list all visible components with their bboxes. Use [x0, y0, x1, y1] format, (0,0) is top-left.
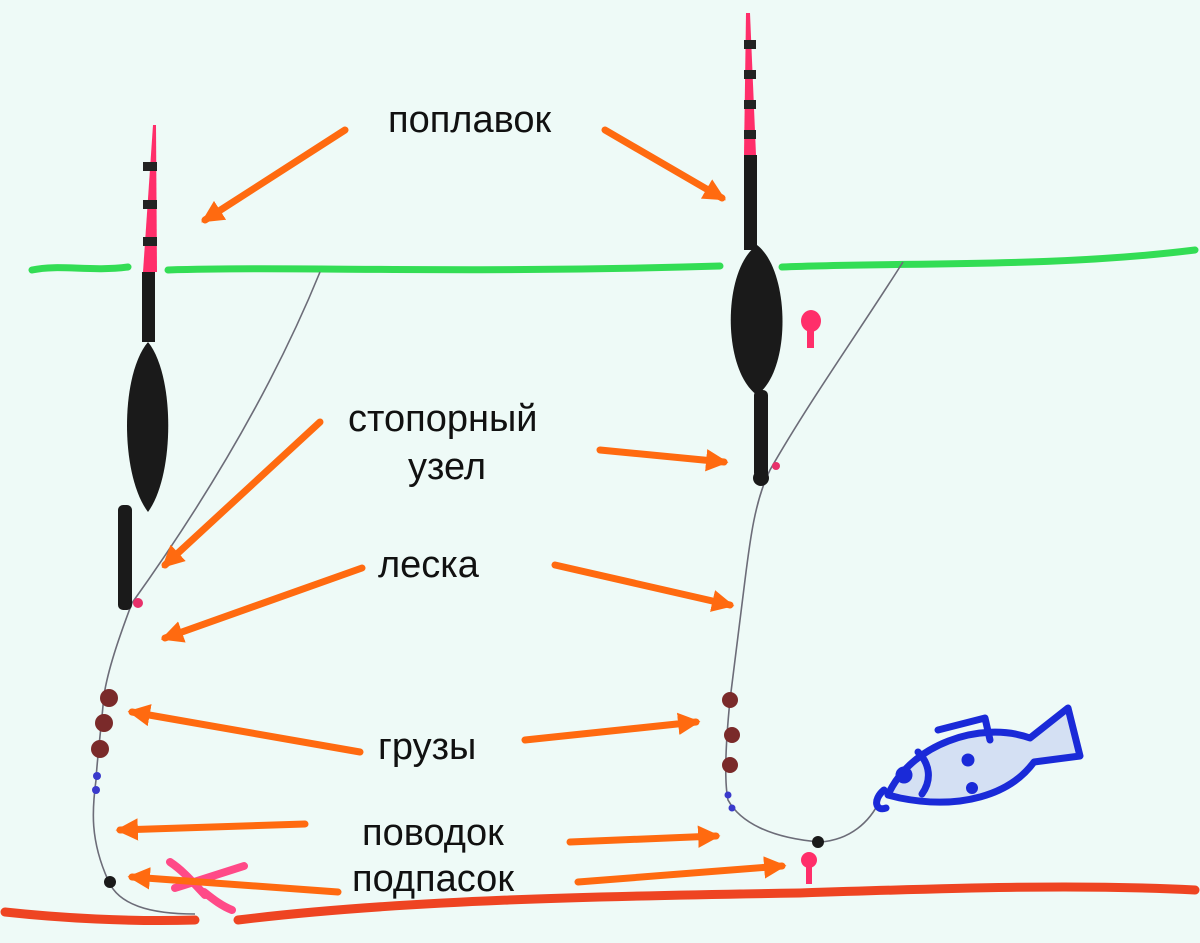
right-weights [722, 692, 740, 812]
label-leader: поводок [362, 812, 504, 854]
label-sub-weight: подпасок [352, 858, 514, 900]
left-stopper-knot [133, 598, 143, 608]
fish-icon [873, 704, 1084, 813]
water-surface [28, 246, 1199, 274]
arrow-leader-right [566, 825, 721, 848]
left-float-tip [143, 125, 157, 272]
label-line: леска [378, 544, 479, 586]
pointer-arrows [115, 126, 787, 896]
arrow-stopper-left [161, 418, 324, 569]
up-arrow-icon [801, 310, 821, 348]
right-float-tip-band [744, 130, 756, 139]
arrow-weights-right [521, 712, 701, 744]
left-weight [100, 689, 118, 707]
right-small-weight [724, 791, 732, 799]
left-float-tip-band [143, 200, 157, 209]
right-fishing-line [725, 261, 904, 843]
right-rig [722, 13, 1084, 884]
right-float-keel [754, 390, 768, 478]
right-float-tip-band [744, 70, 756, 79]
label-float: поплавок [388, 99, 552, 141]
arrow-float-right [601, 126, 726, 202]
left-weight [95, 714, 113, 732]
left-float-tip-band [143, 162, 157, 171]
right-weight [722, 692, 738, 708]
right-sub-weight [812, 836, 824, 848]
arrow-float-left [201, 126, 349, 224]
bottom-line [0, 882, 1200, 926]
left-rig [91, 125, 321, 915]
left-weight [91, 740, 109, 758]
label-stopper-knot-line2: узел [408, 446, 487, 488]
arrow-subweight-right [574, 856, 787, 886]
arrow-subweight-left [127, 867, 342, 896]
arrow-leader-left [115, 818, 309, 841]
right-float-tip-band [744, 100, 756, 109]
left-float [118, 125, 169, 610]
left-float-body [127, 342, 169, 512]
left-float-tip-band [143, 237, 157, 246]
arrow-stopper-right [596, 446, 729, 472]
left-small-weight [92, 786, 100, 794]
right-float [730, 13, 783, 486]
arrow-line-right [551, 561, 735, 612]
up-arrow-icon [801, 852, 817, 884]
label-stopper-knot-line1: стопорный [348, 398, 538, 440]
right-weight [724, 727, 740, 743]
left-weights [91, 689, 118, 794]
label-weights: грузы [378, 726, 477, 768]
right-float-stem [744, 155, 757, 250]
arrow-line-left [160, 564, 366, 643]
left-small-weight [93, 772, 101, 780]
right-weight [722, 757, 738, 773]
right-stopper-knot [772, 462, 780, 470]
left-float-stem [142, 272, 155, 342]
right-float-tip-band [744, 40, 756, 49]
right-float-body [730, 245, 783, 395]
arrow-weights-left [127, 704, 364, 756]
left-float-keel [118, 505, 132, 610]
left-sub-weight [104, 876, 116, 888]
right-float-bottom-knot [753, 470, 769, 486]
right-small-weight [728, 804, 736, 812]
